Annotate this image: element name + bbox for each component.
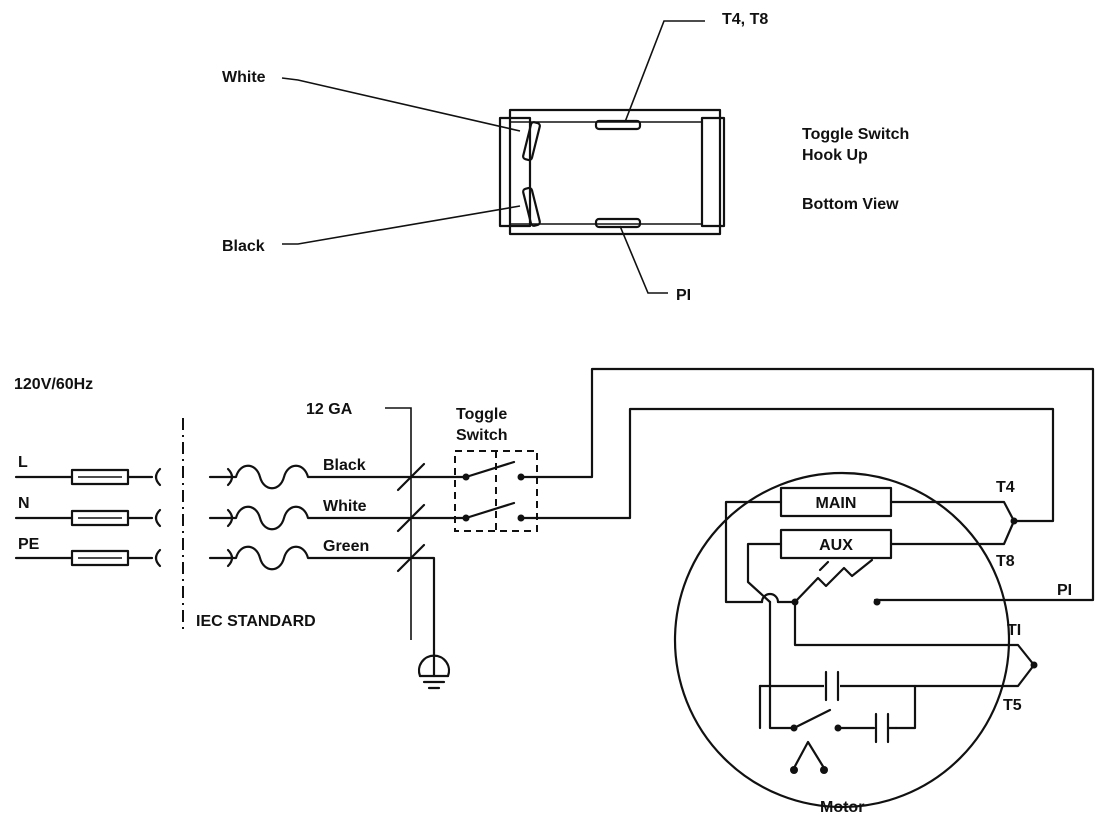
aux-lead-t8 xyxy=(889,519,1016,546)
centrifugal-contact-right xyxy=(820,766,828,774)
terminal-white-blade xyxy=(522,121,541,162)
label-pi-terminal: PI xyxy=(676,287,691,304)
line-n-conductor xyxy=(14,508,162,528)
toggle-switch-label-line2: Switch xyxy=(456,427,508,444)
terminal-label-t5: T5 xyxy=(1003,697,1022,714)
switch-right-flange xyxy=(700,116,726,228)
start-switch-blade xyxy=(792,708,832,730)
plug-contact-pe xyxy=(154,548,162,568)
line-l-conductor xyxy=(14,467,162,487)
terminal-t4-t8-blade xyxy=(594,119,642,131)
terminal-label-t4: T4 xyxy=(996,479,1015,496)
toggle-switch-label-line1: Toggle xyxy=(456,406,507,423)
terminal-label-t1: TI xyxy=(1007,622,1021,639)
plug-contact-n xyxy=(154,508,162,528)
label-white-terminal: White xyxy=(222,69,266,86)
label-black-terminal: Black xyxy=(222,238,265,255)
thermal-protector xyxy=(793,558,874,604)
supply-section: 120V/60Hz L N PE IEC STANDARD xyxy=(14,376,451,690)
aux-to-start-switch xyxy=(768,600,793,730)
switch-bottom-view: White Black T4, T8 PI Toggle Switch Hook… xyxy=(222,11,909,304)
cord-wire-green xyxy=(208,545,422,571)
aux-left-lead xyxy=(746,542,783,604)
plug-contact-l xyxy=(154,467,162,487)
wire-label-white: White xyxy=(323,498,367,515)
main-return-lead xyxy=(724,500,783,604)
main-winding-label: MAIN xyxy=(816,495,857,512)
ground-icon xyxy=(417,648,451,690)
bottom-view-label: Bottom View xyxy=(802,196,899,213)
terminal-black-blade xyxy=(522,186,541,227)
leader-white xyxy=(281,77,521,132)
terminal-label-pi: PI xyxy=(1057,582,1072,599)
switch-blade-1 xyxy=(464,460,516,479)
centrifugal-actuator xyxy=(792,740,826,770)
wire-to-t4-t8 xyxy=(519,407,1055,523)
terminal-label-t8: T8 xyxy=(996,553,1015,570)
toggle-switch-schematic: Toggle Switch xyxy=(418,406,538,532)
gauge-tick-white xyxy=(396,503,426,533)
wire-gauge-bracket xyxy=(385,407,412,640)
switch-body xyxy=(508,108,722,236)
motor-label: Motor xyxy=(820,799,864,816)
label-t4-t8-terminal: T4, T8 xyxy=(722,11,768,28)
wire-label-green: Green xyxy=(323,538,369,555)
main-lead-t4 xyxy=(889,500,1016,523)
line-pe-conductor xyxy=(14,548,162,568)
switch-blade-2 xyxy=(464,501,516,520)
label-line-pe: PE xyxy=(18,536,40,553)
wire-gauge-label: 12 GA xyxy=(306,401,353,418)
iec-standard-label: IEC STANDARD xyxy=(196,613,316,630)
junction-t1-t5 xyxy=(1030,661,1038,669)
cord-wire-white xyxy=(208,505,422,531)
lead-to-t1 xyxy=(793,600,1036,667)
ground-wire xyxy=(418,556,436,652)
gauge-tick-black xyxy=(396,462,426,492)
centrifugal-contact-left xyxy=(790,766,798,774)
wire-crossover-hop xyxy=(760,592,780,604)
thermal-protector-contact xyxy=(873,598,881,606)
motor-housing xyxy=(673,471,1011,809)
terminal-pi-blade xyxy=(594,217,642,229)
voltage-label: 120V/60Hz xyxy=(14,376,93,393)
label-line-n: N xyxy=(18,495,30,512)
wire-to-pi xyxy=(519,367,1095,602)
cord-wire-black xyxy=(208,464,422,490)
lead-to-t5 xyxy=(758,663,1036,688)
junction-t4-t8 xyxy=(1010,517,1018,525)
start-capacitor-return xyxy=(894,684,917,730)
label-line-l: L xyxy=(18,454,28,471)
aux-winding-label: AUX xyxy=(819,537,853,554)
switch-left-flange xyxy=(498,116,532,228)
leader-pi xyxy=(619,225,668,294)
gauge-tick-green xyxy=(396,543,426,573)
switch-hookup-title-line2: Hook Up xyxy=(802,147,868,164)
wire-label-black: Black xyxy=(323,457,366,474)
leader-t4-t8 xyxy=(624,20,705,123)
leader-black xyxy=(282,205,521,245)
switch-hookup-title-line1: Toggle Switch xyxy=(802,126,909,143)
motor-schematic: MAIN AUX T4 T8 PI TI T5 xyxy=(673,471,1072,816)
